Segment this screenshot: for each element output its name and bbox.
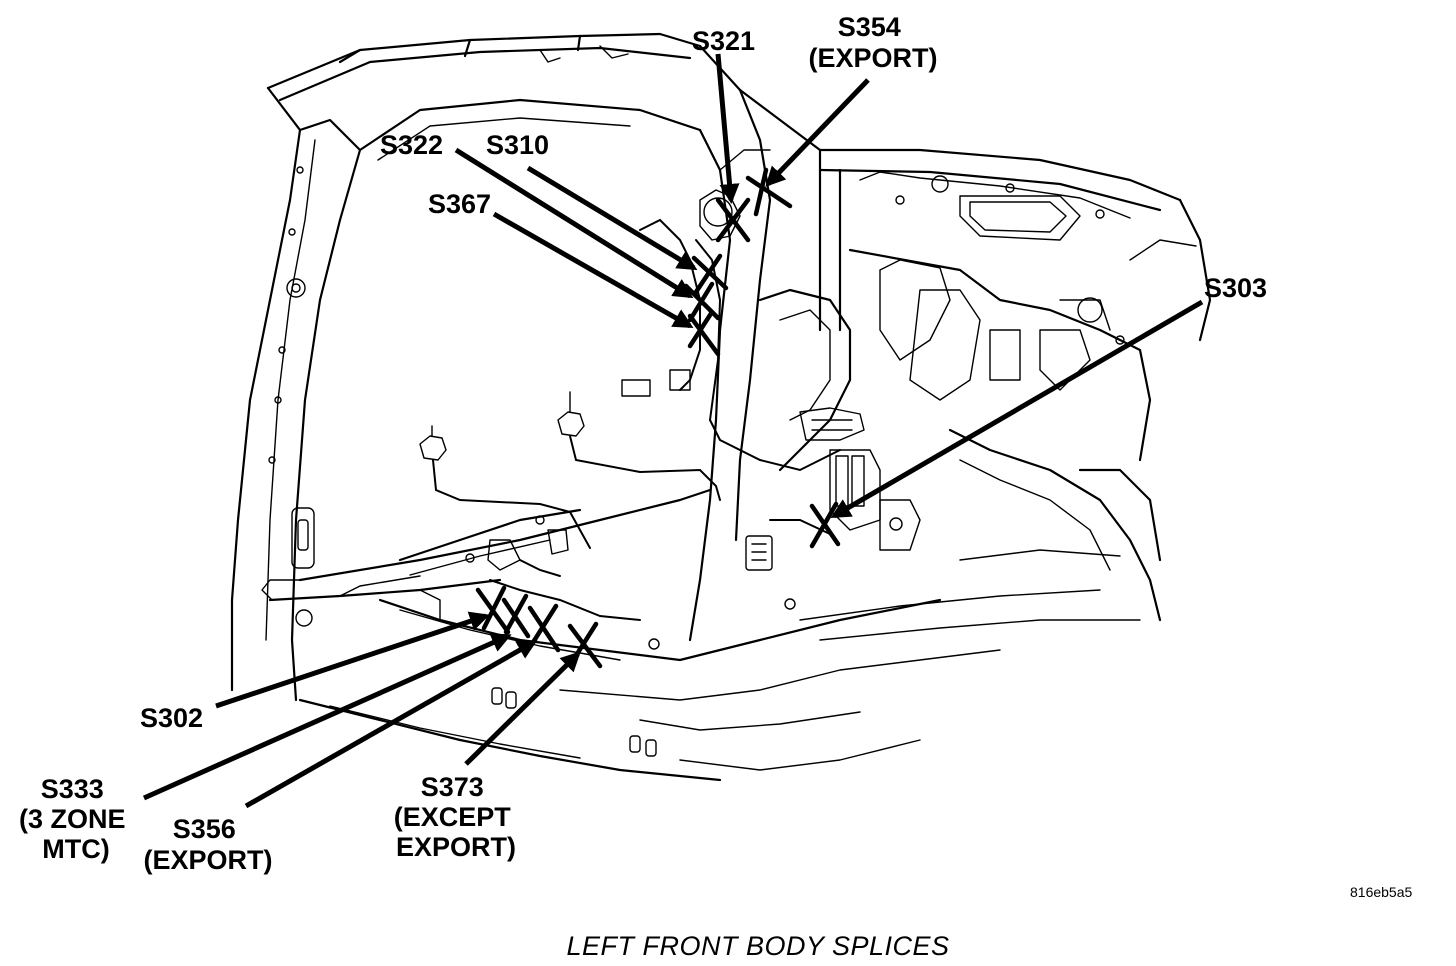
- leader-s373: [464, 651, 581, 766]
- label-s302: S302: [140, 703, 203, 733]
- leader-s310: [526, 165, 698, 271]
- splice-x-s333: [501, 593, 531, 639]
- leader-s356: [244, 639, 538, 809]
- label-s333: S333 (3 ZONE MTC): [19, 774, 133, 864]
- splice-x-s373: [567, 621, 603, 669]
- leader-lines: [142, 53, 1204, 809]
- splice-x-s354: [745, 167, 793, 217]
- label-s322: S322: [380, 130, 443, 160]
- label-s321: S321: [692, 26, 755, 56]
- label-s303: S303: [1204, 273, 1267, 303]
- splice-x-s303: [809, 501, 841, 549]
- splice-x-s310: [691, 253, 729, 295]
- label-s354: S354 (EXPORT): [808, 12, 937, 73]
- leader-s302: [215, 611, 490, 709]
- leader-s303: [830, 299, 1204, 519]
- vehicle-body-drawing: [230, 32, 1212, 782]
- leader-s322: [454, 147, 694, 299]
- label-s356: S356 (EXPORT): [143, 814, 272, 875]
- splice-x-s302: [475, 585, 511, 635]
- splice-x-s321: [715, 197, 751, 243]
- label-s367: S367: [428, 189, 491, 219]
- leader-s321: [715, 53, 740, 204]
- splice-markers: [475, 167, 841, 669]
- label-s373: S373 (EXCEPT EXPORT): [394, 772, 519, 862]
- splice-x-s367: [687, 309, 721, 357]
- figure-id: 816eb5a5: [1350, 884, 1413, 900]
- leader-s333: [142, 633, 512, 801]
- splice-labels: S321 S354 (EXPORT) S322 S310 S367 S303 S…: [19, 12, 1267, 875]
- leader-s367: [492, 211, 694, 329]
- leader-s354: [765, 78, 870, 187]
- splice-x-s356: [527, 603, 561, 653]
- label-s310: S310: [486, 130, 549, 160]
- figure-caption: LEFT FRONT BODY SPLICES: [566, 931, 949, 961]
